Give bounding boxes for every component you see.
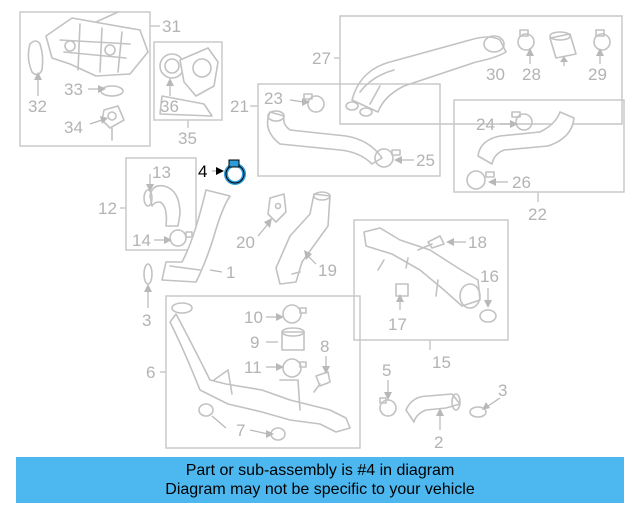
info-banner: Part or sub-assembly is #4 in diagram Di… [16,457,624,503]
banner-line-1: Part or sub-assembly is #4 in diagram [185,462,455,479]
callout-30: 30 [486,65,505,84]
callout-3-left: 3 [142,311,151,330]
callout-19: 19 [318,261,337,280]
group-box-charge-pipe-upper [334,15,623,125]
callout-labels: 31 32 33 34 35 36 27 30 28 29 21 23 25 2… [28,17,607,452]
callout-17: 17 [388,315,407,334]
callout-3-right: 3 [498,381,507,400]
callout-25: 25 [416,151,435,170]
callout-29: 29 [588,65,607,84]
callout-18: 18 [468,233,487,252]
group-box-charge-hose-right [453,99,625,202]
callout-12: 12 [98,199,117,218]
part-19-air-duct [275,191,331,285]
callout-34: 34 [64,118,83,137]
callout-26: 26 [512,173,531,192]
callout-22: 22 [528,205,547,224]
callout-8: 8 [320,337,329,356]
callout-9: 9 [250,333,259,352]
callout-21: 21 [230,97,249,116]
group-box-elbow-hose [120,157,197,251]
group-box-charge-hose-mid [250,83,441,177]
leader-lines [34,48,604,438]
group-box-charge-pipe-lower [353,219,509,350]
callout-20: 20 [236,233,255,252]
callout-32: 32 [28,97,47,116]
callout-5: 5 [382,361,391,380]
group-box-charge-pipe-front [160,295,361,449]
callout-15: 15 [432,353,451,372]
callout-36: 36 [160,97,179,116]
callout-35: 35 [178,129,197,148]
group-box-throttle-body [153,41,223,128]
callout-4[interactable]: 4 [198,162,207,181]
callout-28: 28 [522,65,541,84]
callout-2: 2 [434,433,443,452]
part-5-hose-clamp [379,397,397,417]
callout-16: 16 [480,267,499,286]
banner-line-2: Diagram may not be specific to your vehi… [165,481,475,498]
callout-23: 23 [264,89,283,108]
part-4-hose-clamp-highlighted[interactable] [224,159,246,185]
callout-7: 7 [236,421,245,440]
callout-10: 10 [244,308,263,327]
callout-1: 1 [226,263,235,282]
parts-diagram: 31 32 33 34 35 36 27 30 28 29 21 23 25 2… [19,11,625,452]
callout-33: 33 [64,80,83,99]
callout-24: 24 [476,115,495,134]
callout-27: 27 [312,49,331,68]
callout-6: 6 [146,363,155,382]
callout-31: 31 [162,17,181,36]
callout-14: 14 [132,231,151,250]
callout-13: 13 [152,163,171,182]
part-3-o-ring-right [469,406,487,418]
part-2-hose [405,393,461,423]
callout-11: 11 [244,358,262,377]
part-20-bracket [267,193,287,223]
